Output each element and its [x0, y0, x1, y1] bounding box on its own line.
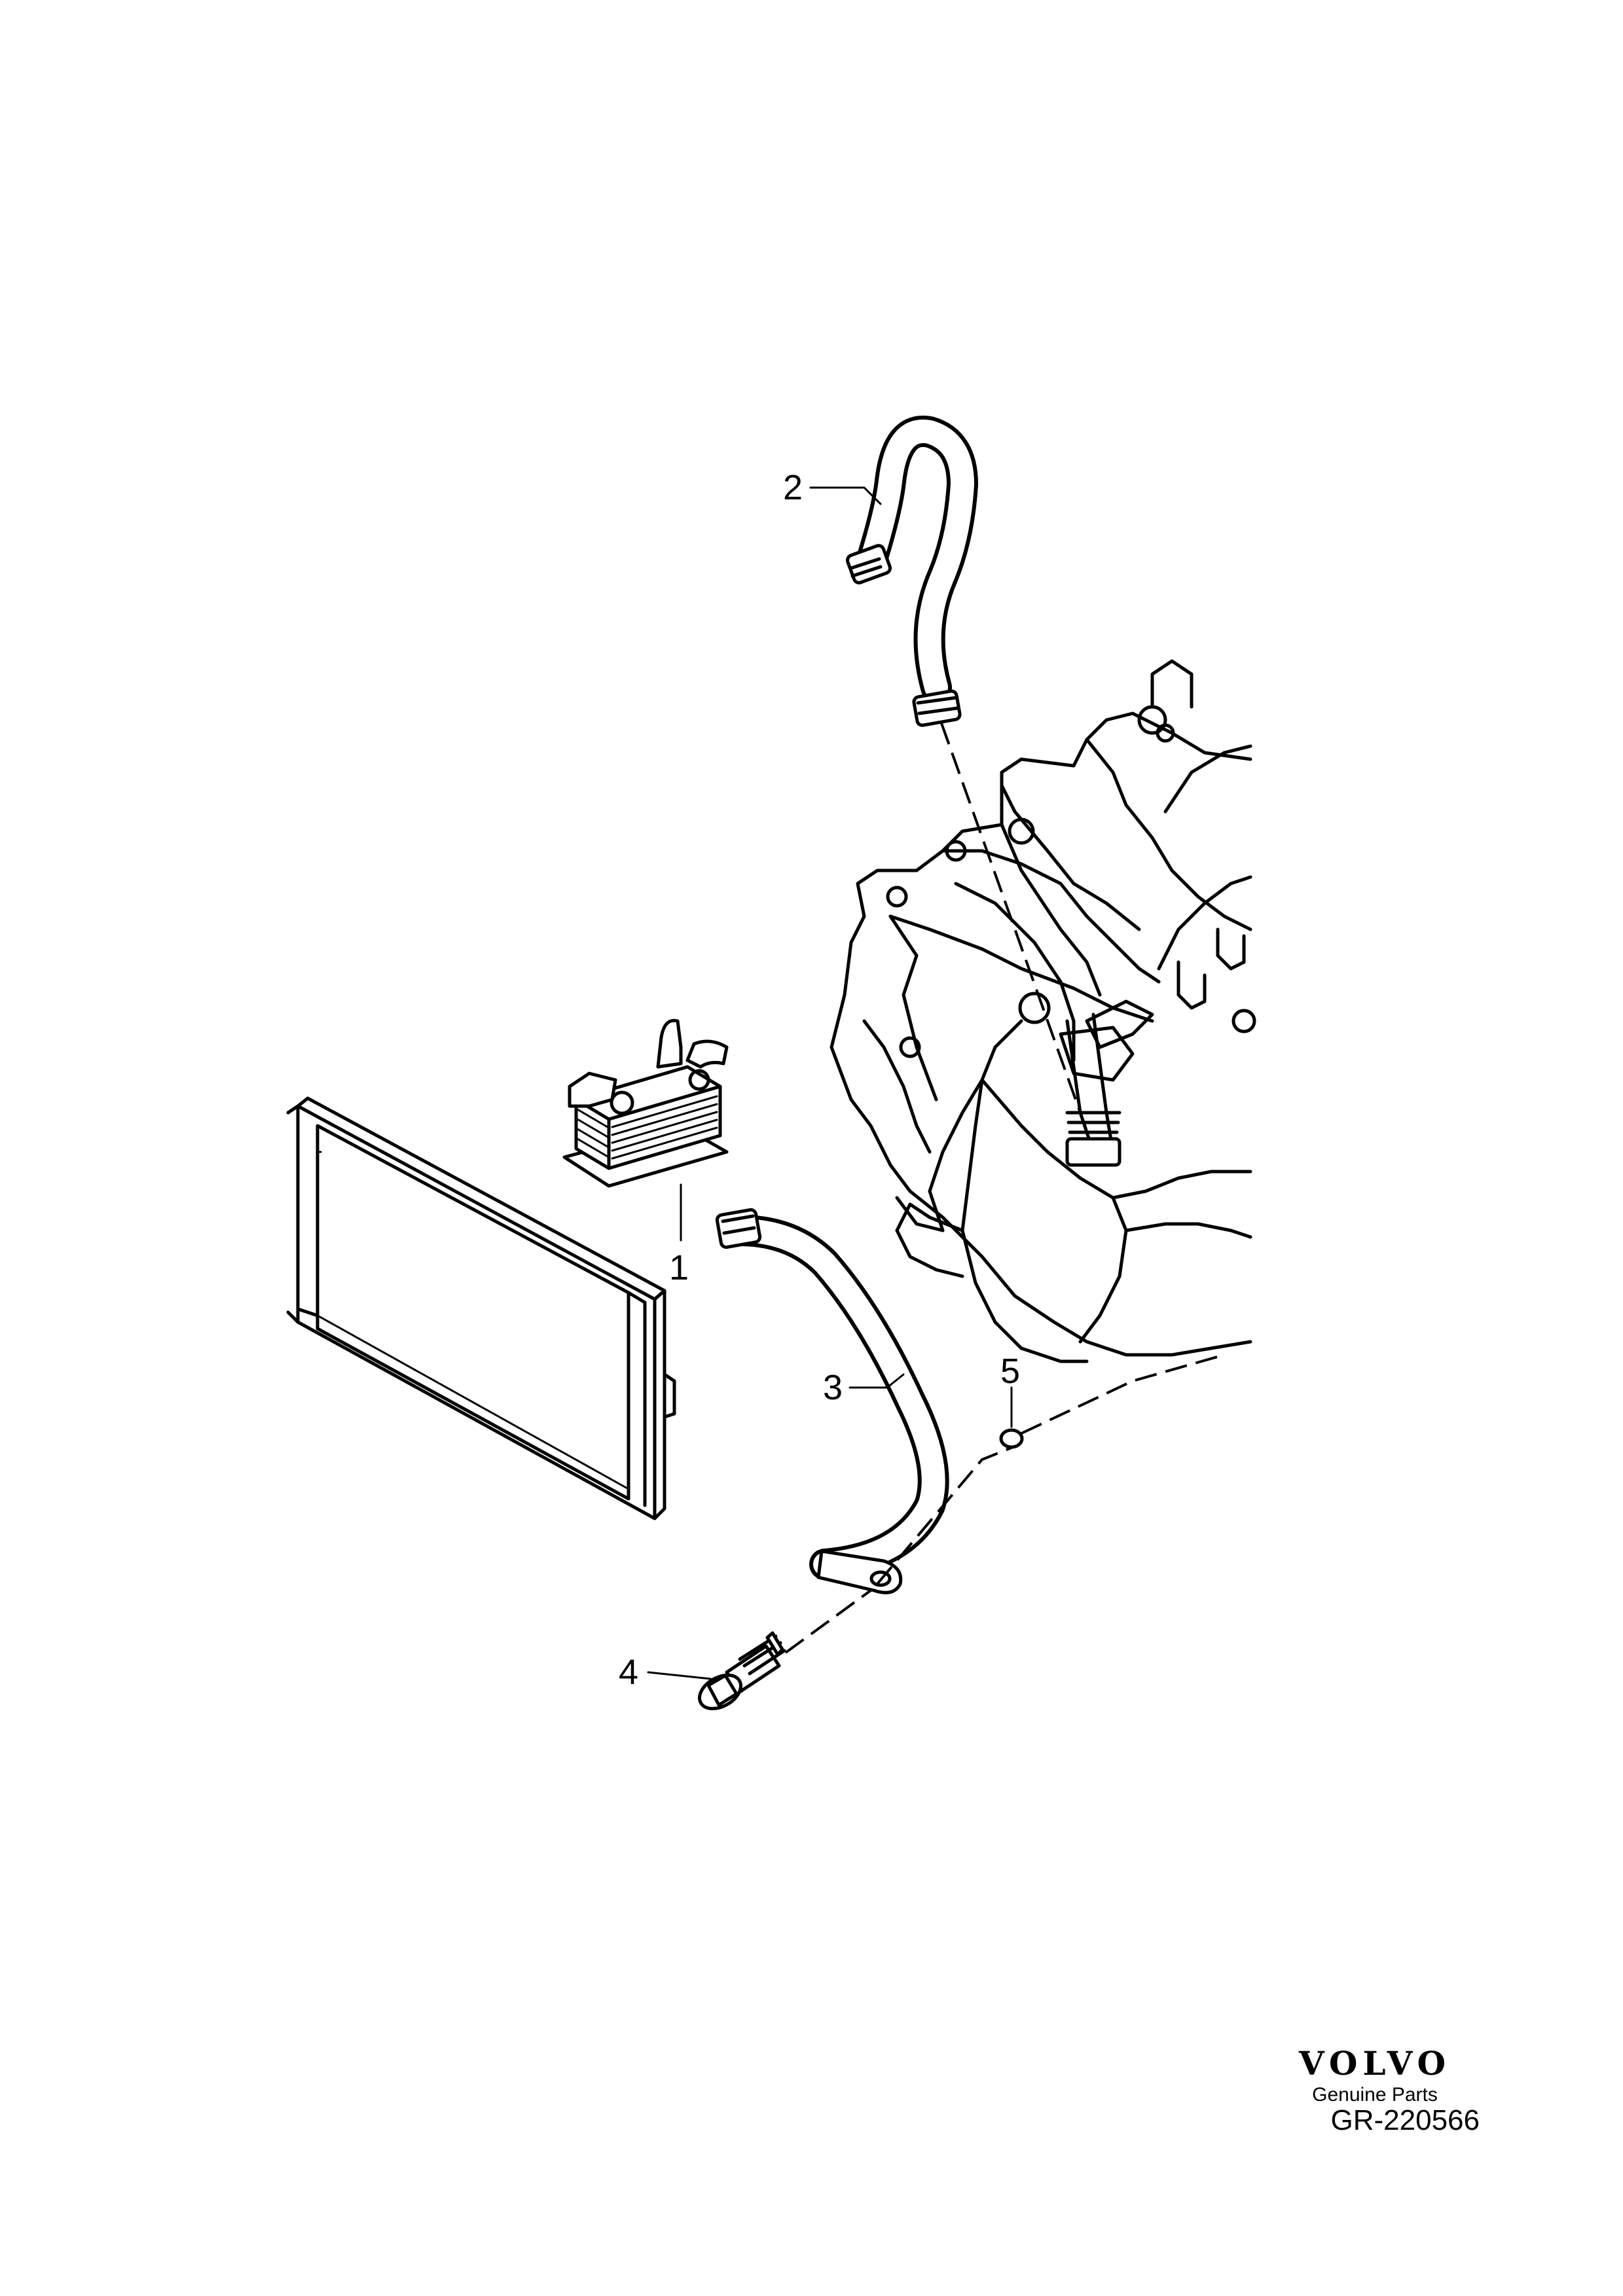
brand-block: VOLVO Genuine Parts [1264, 2045, 1486, 2108]
oil-cooler [562, 1018, 729, 1188]
callout-5: 5 [1000, 1352, 1020, 1391]
flange-bolt [698, 1631, 786, 1711]
transmission-housing [830, 659, 1256, 1363]
upper-hose [845, 416, 978, 727]
callout-4: 4 [619, 1653, 638, 1692]
brand-subtitle: Genuine Parts [1312, 2084, 1438, 2106]
callout-1: 1 [669, 1248, 689, 1287]
callout-leaders [647, 486, 1013, 1680]
assembly-guide-lines [784, 723, 1225, 1654]
radiator [286, 1096, 676, 1520]
volvo-logo: VOLVO [1298, 2044, 1451, 2083]
diagram-reference-code: GR-220566 [1330, 2104, 1480, 2136]
callout-3: 3 [823, 1368, 843, 1407]
o-ring [999, 1428, 1024, 1449]
callout-2: 2 [783, 468, 803, 507]
